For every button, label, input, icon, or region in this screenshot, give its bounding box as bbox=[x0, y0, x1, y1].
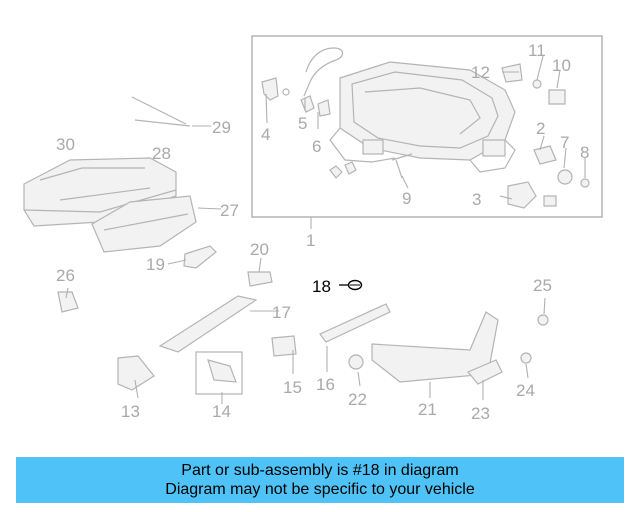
callout-25: 25 bbox=[533, 276, 552, 295]
callout-11: 11 bbox=[528, 41, 546, 60]
leader-lines bbox=[65, 55, 586, 404]
seat-cushion-drawing bbox=[23, 157, 197, 253]
info-banner: Part or sub-assembly is #18 in diagram D… bbox=[16, 457, 624, 503]
banner-line-2: Diagram may not be specific to your vehi… bbox=[165, 481, 475, 498]
callout-1: 1 bbox=[306, 231, 315, 250]
callout-17: 17 bbox=[272, 303, 291, 322]
part-18-drawing bbox=[347, 279, 363, 291]
callout-13: 13 bbox=[121, 402, 140, 421]
callout-26: 26 bbox=[56, 266, 75, 285]
callout-12: 12 bbox=[471, 63, 490, 82]
callout-28: 28 bbox=[152, 144, 171, 163]
callout-9: 9 bbox=[402, 189, 411, 208]
callout-18: 18 bbox=[312, 277, 331, 296]
callout-14: 14 bbox=[212, 402, 231, 421]
seat-frame-drawing bbox=[261, 47, 590, 209]
callout-21: 21 bbox=[418, 400, 437, 419]
callout-labels: 1 2 3 4 5 6 7 8 9 10 11 12 13 14 15 16 1… bbox=[56, 41, 589, 423]
banner-line-1: Part or sub-assembly is #18 in diagram bbox=[181, 462, 459, 479]
callout-5: 5 bbox=[298, 114, 307, 133]
callout-8: 8 bbox=[580, 143, 589, 162]
callout-10: 10 bbox=[552, 56, 571, 75]
callout-27: 27 bbox=[220, 201, 239, 220]
callout-20: 20 bbox=[250, 240, 269, 259]
frame-enclosure-box bbox=[251, 35, 603, 218]
callout-3: 3 bbox=[472, 190, 481, 209]
callout-2: 2 bbox=[536, 119, 545, 138]
callout-23: 23 bbox=[471, 404, 490, 423]
lower-parts-drawing bbox=[57, 96, 549, 395]
callout-30: 30 bbox=[56, 135, 75, 154]
callout-19: 19 bbox=[146, 255, 165, 274]
callout-29: 29 bbox=[212, 118, 231, 137]
callout-15: 15 bbox=[283, 378, 302, 397]
callout-6: 6 bbox=[312, 137, 321, 156]
callout-7: 7 bbox=[560, 133, 569, 152]
callout-16: 16 bbox=[316, 375, 335, 394]
callout-22: 22 bbox=[348, 390, 367, 409]
callout-4: 4 bbox=[261, 125, 270, 144]
callout-24: 24 bbox=[516, 381, 535, 400]
